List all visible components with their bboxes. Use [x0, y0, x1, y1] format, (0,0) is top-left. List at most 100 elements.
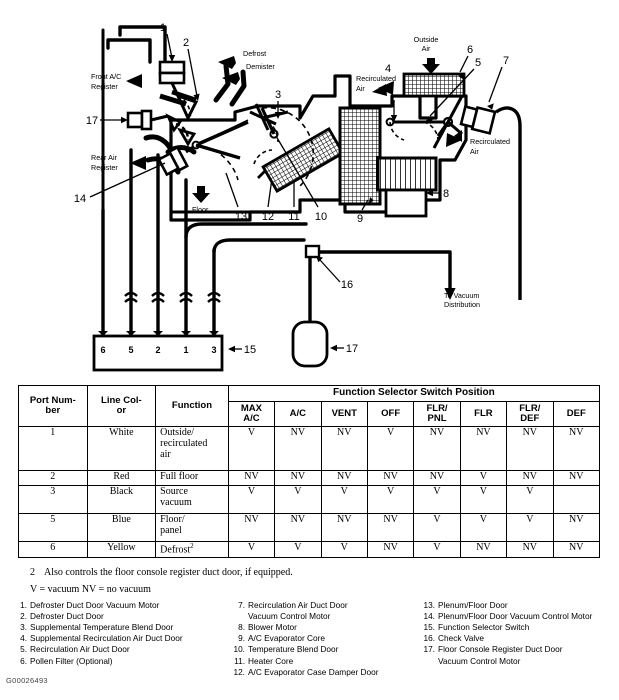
callout-16: 16: [316, 256, 353, 291]
svg-text:11: 11: [288, 211, 299, 223]
cell-color: Blue: [86, 513, 157, 543]
footnote-number: 2: [30, 567, 35, 578]
cell-value: NV: [366, 513, 415, 543]
recirculation-air-duct-door: [432, 95, 464, 149]
connector-port-3: 3: [211, 345, 216, 355]
cell-value: NV: [552, 426, 600, 472]
table-notes: 2 Also controls the floor console registe…: [30, 566, 590, 596]
cell-value: NV: [413, 470, 461, 487]
plenum-floor-door: [191, 119, 249, 181]
callout-9: 9: [357, 197, 374, 225]
table-row: 3 Black Source vacuum V V V V V V V: [18, 485, 600, 515]
floor-console-register-duct-door-vacuum-motor-left: [126, 109, 182, 133]
header-pos-def: DEF: [552, 400, 600, 428]
label-to-vacuum-distribution-l1: To Vacuum: [444, 291, 479, 300]
legend-item: 4.Supplemental Recirculation Air Duct Do…: [20, 633, 183, 644]
defroster-duct-door-vacuum-motor: [158, 60, 186, 97]
header-function-selector-switch-position: Function Selector Switch Position: [227, 385, 601, 402]
cell-port: 2: [18, 470, 88, 487]
header-line-color: Line Col- or: [86, 384, 157, 428]
cell-value: NV: [506, 470, 554, 487]
label-rear-air-register-l1: Rear Air: [91, 153, 118, 162]
callout-10: 10: [275, 135, 327, 223]
defroster-duct-door: [159, 89, 199, 122]
cell-value: NV: [274, 426, 322, 472]
svg-text:16: 16: [341, 279, 353, 291]
cell-value: NV: [459, 426, 508, 472]
cell-value: NV: [552, 470, 600, 487]
cell-value: V: [227, 541, 276, 559]
svg-text:14: 14: [74, 193, 86, 205]
table-row: 1 White Outside/ recirculated air V NV N…: [18, 426, 600, 472]
legend-column-2: 7.Recirculation Air Duct Door Vacuum Con…: [230, 600, 420, 678]
svg-text:9: 9: [357, 213, 363, 225]
table-row: 2 Red Full floor NV NV NV NV NV V NV NV: [18, 470, 600, 487]
callout-8: 8: [426, 188, 449, 200]
header-pos-flr-pnl: FLR/PNL: [413, 400, 461, 428]
header-pos-ac: A/C: [274, 400, 322, 428]
cell-value: V: [320, 485, 368, 515]
cell-value: V: [227, 485, 276, 515]
legend-item: 10.Temperature Blend Door: [233, 644, 339, 655]
label-to-vacuum-distribution-l2: Distribution: [444, 300, 480, 309]
cell-value: V: [320, 541, 368, 559]
header-pos-off: OFF: [366, 400, 415, 428]
blower-wheel: [376, 156, 438, 192]
cell-value: V: [413, 541, 461, 559]
cell-port: 1: [18, 426, 88, 472]
cell-color: Black: [86, 485, 157, 515]
callout-1: 1: [160, 22, 176, 62]
floor-console-register-duct-door-vacuum-control-motor: [291, 320, 329, 368]
table-row: 5 Blue Floor/ panel NV NV NV NV V V V NV: [18, 513, 600, 543]
recirculated-air-arrow-left: [372, 81, 394, 96]
header-port-number: Port Num- ber: [18, 384, 88, 428]
vacuum-legend: V = vacuum NV = no vacuum: [30, 583, 151, 595]
cell-port: 3: [18, 485, 88, 515]
callout-17-canister: 17: [330, 343, 358, 355]
svg-text:3: 3: [275, 89, 281, 101]
supplemental-temperature-blend-door: [249, 103, 289, 143]
plenum-floor-door-vacuum-control-motor: [157, 143, 197, 177]
cell-color: Yellow: [86, 541, 157, 559]
footnote-text: Also controls the floor console register…: [44, 567, 293, 578]
svg-text:1: 1: [160, 22, 166, 34]
cell-value: NV: [552, 513, 600, 543]
legend-column-3: 13.Plenum/Floor Door 14.Plenum/Floor Doo…: [420, 600, 619, 667]
cell-value: V: [366, 485, 415, 515]
label-demister: Demister: [246, 62, 275, 71]
recirculation-air-duct-door-vacuum-control-motor: [459, 105, 522, 300]
svg-text:2: 2: [183, 37, 189, 49]
label-recirculated-air-left-l1: Recirculated: [356, 74, 396, 83]
callout-4: 4: [385, 63, 391, 75]
callout-11: 11: [288, 182, 300, 223]
legend-item: 6.Pollen Filter (Optional): [20, 655, 113, 666]
defrost-demister-vanes: [213, 63, 247, 107]
legend-column-1: 1.Defroster Duct Door Vacuum Motor 2.Def…: [12, 600, 228, 667]
cell-value: V: [274, 485, 322, 515]
cell-color: Red: [86, 470, 157, 487]
legend-item: 15.Function Selector Switch: [423, 622, 530, 633]
label-front-ac-register-l1: Front A/C: [91, 72, 121, 81]
cell-value: V: [413, 513, 461, 543]
cell-value: V: [459, 470, 508, 487]
cell-value: NV: [227, 513, 276, 543]
legend-item: 14.Plenum/Floor Door Vacuum Control Moto…: [423, 611, 593, 622]
callout-2: 2: [183, 37, 200, 101]
cell-value: NV: [413, 426, 461, 472]
hose-connector-ribs: [124, 291, 221, 303]
cell-function: Outside/ recirculated air: [155, 426, 229, 472]
legend-item: 1.Defroster Duct Door Vacuum Motor: [20, 600, 160, 610]
cell-function: Source vacuum: [155, 485, 229, 515]
legend-item: 2.Defroster Duct Door: [20, 611, 104, 622]
cell-value: NV: [274, 470, 322, 487]
legend-item: 16.Check Valve: [423, 633, 484, 644]
cell-value: V: [506, 513, 554, 543]
label-recirculated-air-left-l2: Air: [356, 84, 365, 93]
legend-item: 3.Supplemental Temperature Blend Door: [20, 622, 174, 633]
connector-port-1: 1: [183, 345, 188, 355]
cell-value: NV: [552, 541, 600, 559]
function-selector-switch: [92, 331, 224, 372]
cell-value: NV: [459, 541, 508, 559]
callout-14: 14: [74, 162, 166, 205]
